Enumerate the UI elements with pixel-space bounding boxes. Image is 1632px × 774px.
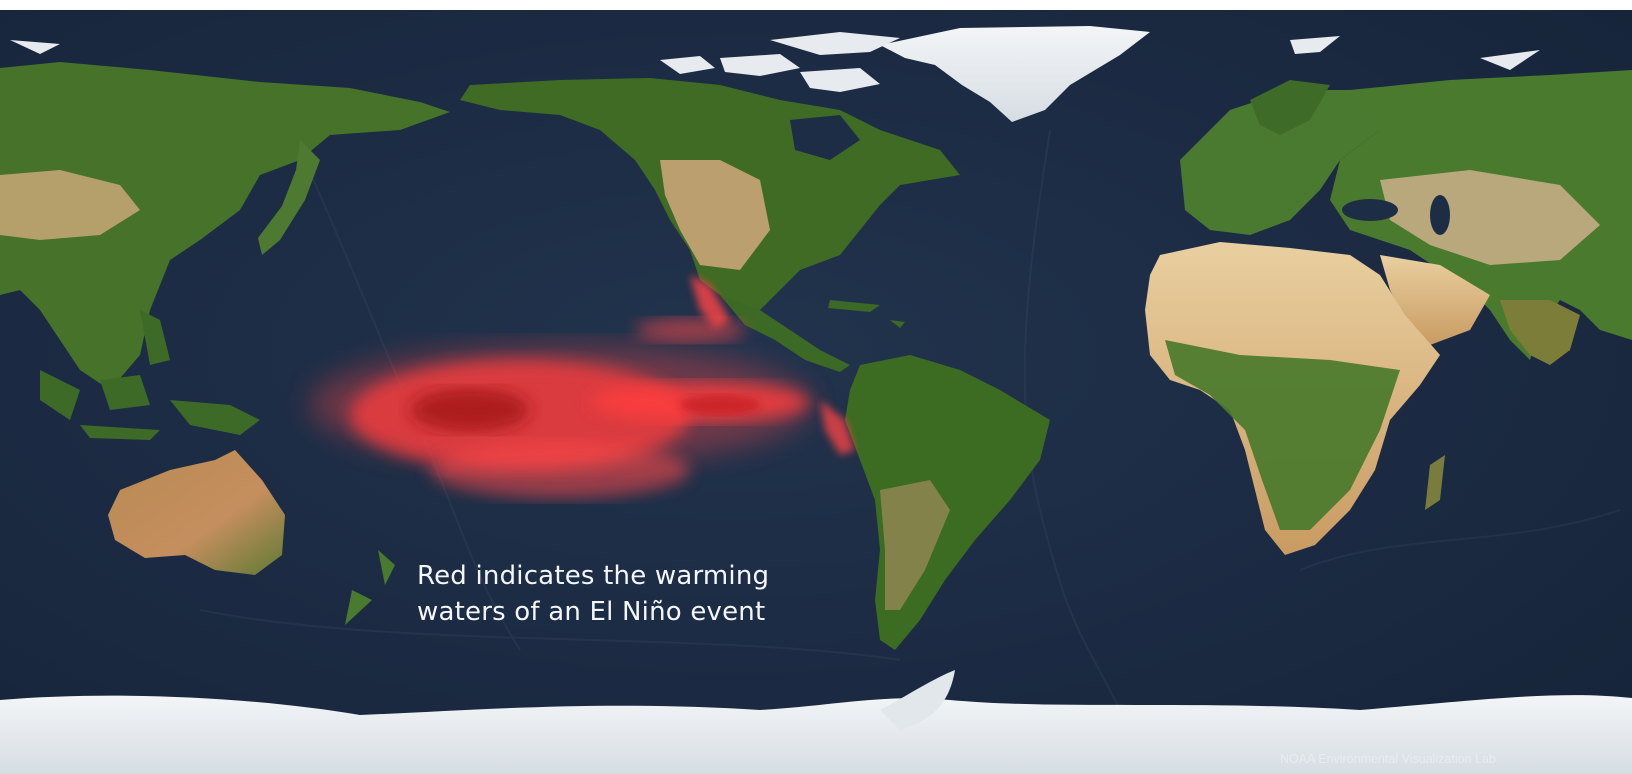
caption-line-2: waters of an El Niño event xyxy=(417,597,766,627)
madagascar xyxy=(1425,455,1445,510)
antarctica xyxy=(0,695,1632,774)
australia xyxy=(108,450,285,575)
world-map xyxy=(0,10,1632,774)
scandinavia xyxy=(1250,80,1330,135)
anomaly-core-east xyxy=(680,395,760,415)
map-caption: Red indicates the warming waters of an E… xyxy=(417,558,769,630)
british-isles xyxy=(1195,145,1215,180)
hudson-bay xyxy=(790,115,860,160)
caribbean-islands xyxy=(828,300,905,328)
india xyxy=(1500,300,1580,365)
caption-line-1: Red indicates the warming xyxy=(417,561,770,591)
asia-desert xyxy=(0,170,140,240)
source-credit: NOAA Environmental Visualization Lab xyxy=(1280,752,1496,766)
greenland xyxy=(880,26,1150,122)
arctic-islands xyxy=(10,32,1540,92)
anomaly-south-band xyxy=(430,442,690,498)
europe xyxy=(1180,90,1400,235)
black-sea xyxy=(1342,199,1398,221)
caspian-sea xyxy=(1430,195,1450,235)
anomaly-core xyxy=(410,388,530,432)
south-america-south xyxy=(880,480,950,610)
central-asia-desert xyxy=(1380,170,1600,265)
indonesia-islands xyxy=(40,310,260,440)
el-nino-anomaly xyxy=(310,275,855,498)
antarctic-peninsula xyxy=(880,670,955,730)
africa-forest xyxy=(1165,340,1400,530)
anomaly-peru-coast xyxy=(820,400,855,455)
north-america-desert xyxy=(660,160,770,270)
ocean-ridges xyxy=(199,129,1621,711)
central-america xyxy=(720,295,850,372)
anomaly-north-band xyxy=(635,318,745,342)
asia-west-edge xyxy=(0,62,450,390)
japan xyxy=(258,140,320,255)
anomaly-baja-coast xyxy=(690,275,730,328)
new-zealand xyxy=(345,550,395,625)
